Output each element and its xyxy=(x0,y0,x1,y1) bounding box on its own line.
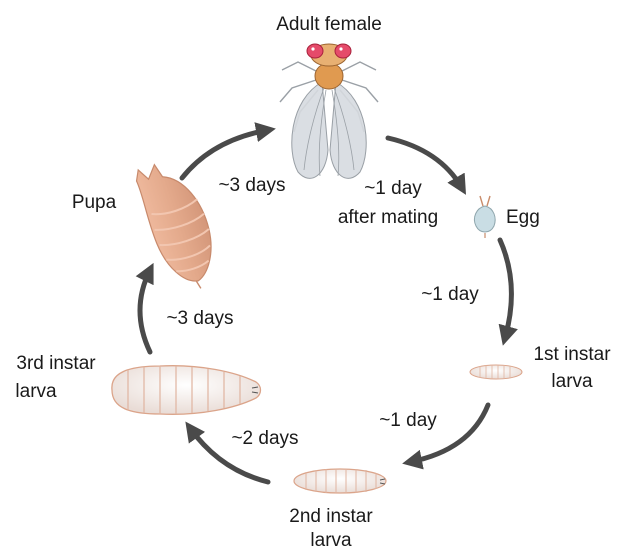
first-instar-label-line2: larva xyxy=(551,371,593,392)
duration-adult-to-egg-line2: after mating xyxy=(338,207,438,228)
third-instar-label-line2: larva xyxy=(15,381,57,402)
egg-illustration xyxy=(474,196,495,238)
first-instar-larva-illustration xyxy=(470,365,522,379)
second-instar-label-line1: 2nd instar xyxy=(289,506,373,527)
arrow-egg-to-first-instar xyxy=(500,240,511,338)
arrow-third-instar-to-pupa xyxy=(140,270,150,352)
arrow-pupa-to-adult xyxy=(182,130,268,178)
duration-adult-to-egg-line1: ~1 day xyxy=(364,178,422,199)
pupa-label: Pupa xyxy=(72,192,117,213)
third-instar-larva-illustration xyxy=(112,366,261,415)
adult-fly-illustration xyxy=(280,44,378,178)
second-instar-larva-illustration xyxy=(294,469,386,493)
adult-female-label: Adult female xyxy=(276,14,382,35)
duration-pupa-to-adult: ~3 days xyxy=(218,175,285,196)
first-instar-label-line1: 1st instar xyxy=(533,344,611,365)
third-instar-label-line1: 3rd instar xyxy=(16,353,96,374)
duration-egg-to-first-instar: ~1 day xyxy=(421,284,479,305)
egg-label: Egg xyxy=(506,207,540,228)
duration-third-instar-to-pupa: ~3 days xyxy=(166,308,233,329)
duration-first-to-second-instar: ~1 day xyxy=(379,410,437,431)
duration-second-to-third-instar: ~2 days xyxy=(231,428,298,449)
second-instar-label-line2: larva xyxy=(310,530,352,551)
